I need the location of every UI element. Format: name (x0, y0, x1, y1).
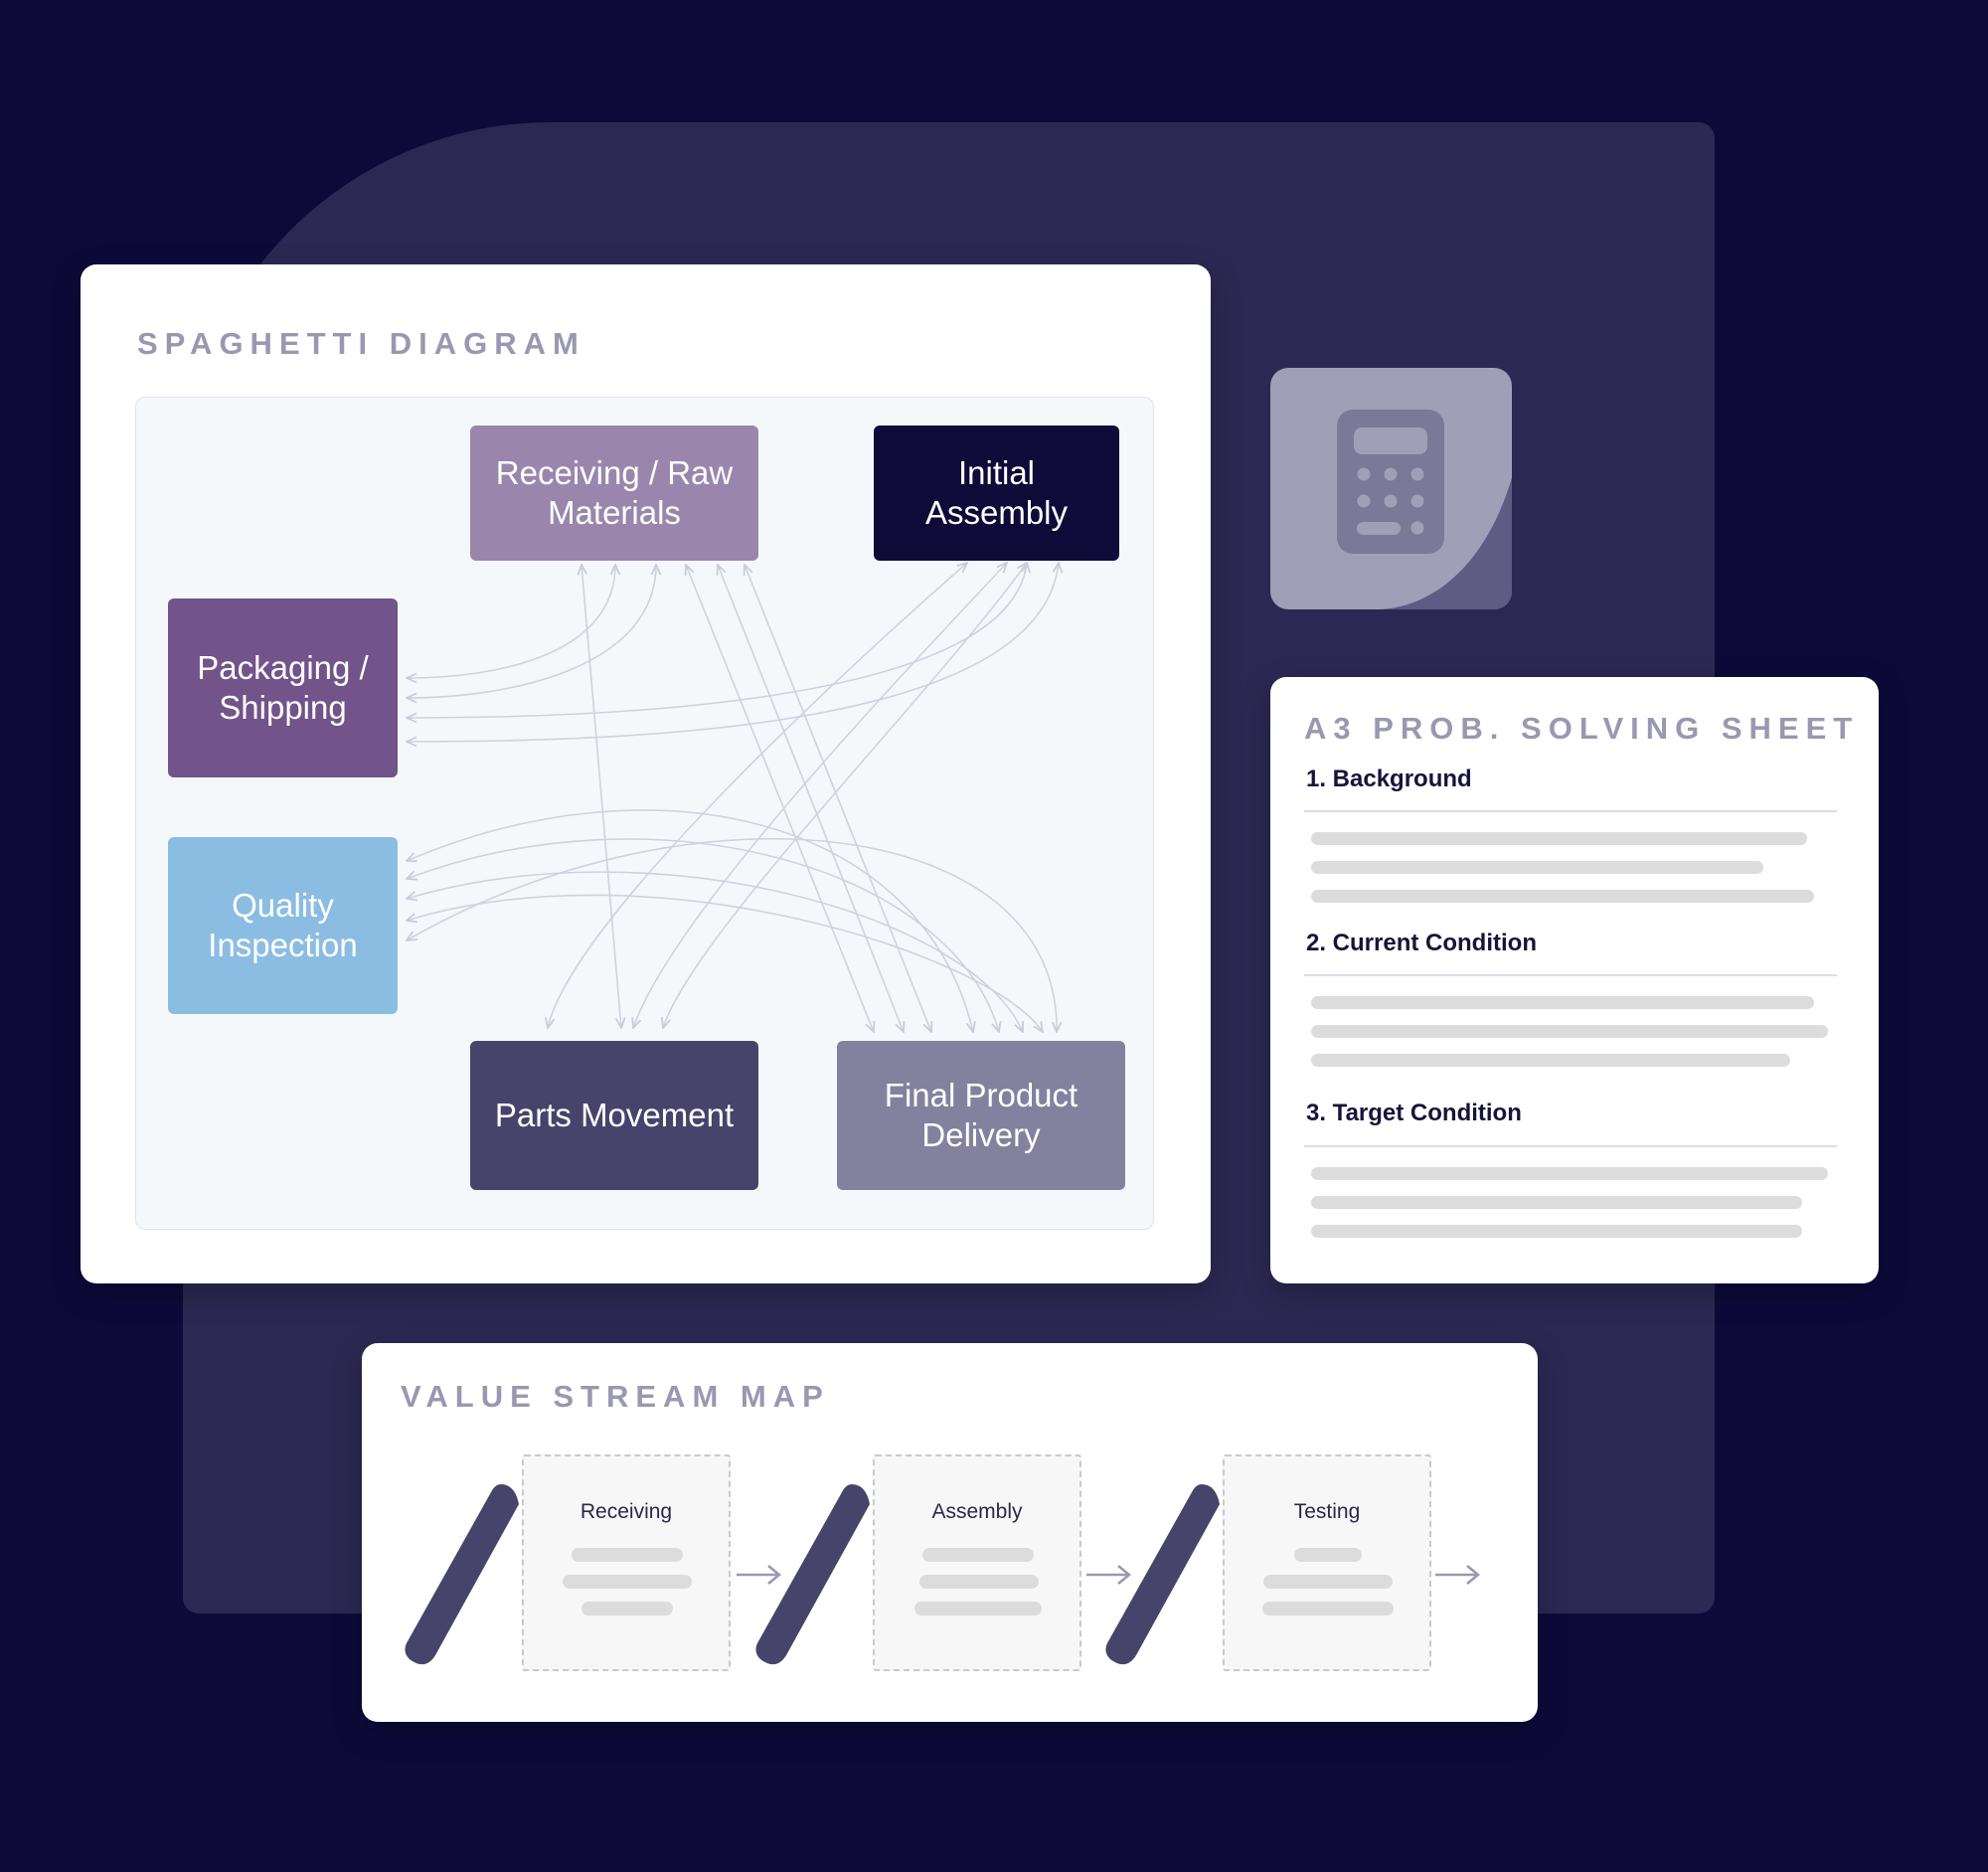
placeholder-line (1311, 890, 1814, 903)
placeholder-line (922, 1548, 1034, 1562)
arrow-right-icon (1086, 1565, 1131, 1585)
spaghetti-diagram-card: SPAGHETTI DIAGRAM (81, 264, 1211, 1283)
value-stream-map-title: VALUE STREAM MAP (401, 1379, 830, 1414)
placeholder-line (1294, 1548, 1362, 1562)
placeholder-line (919, 1575, 1039, 1589)
placeholder-line (1311, 996, 1814, 1009)
arrow-right-icon (737, 1565, 781, 1585)
spaghetti-diagram-title: SPAGHETTI DIAGRAM (137, 326, 585, 361)
placeholder-line (563, 1575, 692, 1589)
placeholder-line (581, 1602, 673, 1616)
inventory-icon (755, 1484, 870, 1665)
section-target-condition-heading: 3. Target Condition (1306, 1100, 1522, 1126)
process-label: Assembly (931, 1500, 1023, 1523)
placeholder-line (1311, 1167, 1828, 1180)
node-receiving-raw-materials: Receiving / Raw Materials (470, 425, 758, 561)
node-parts-movement: Parts Movement (470, 1041, 758, 1190)
process-label: Receiving (580, 1500, 673, 1523)
section-current-condition-heading: 2. Current Condition (1306, 930, 1537, 956)
divider (1304, 974, 1837, 976)
arrow-right-icon (1435, 1565, 1480, 1585)
process-box-assembly: Assembly (873, 1454, 1081, 1671)
placeholder-line (1263, 1575, 1393, 1589)
placeholder-line (572, 1548, 683, 1562)
inventory-icon (1105, 1484, 1220, 1665)
divider (1304, 1145, 1837, 1147)
process-box-receiving: Receiving (522, 1454, 731, 1671)
placeholder-line (1311, 1225, 1802, 1238)
node-packaging-shipping: Packaging / Shipping (168, 598, 398, 777)
a3-problem-solving-sheet: A3 PROB. SOLVING SHEET 1. Background 2. … (1270, 677, 1879, 1283)
placeholder-line (914, 1602, 1042, 1616)
placeholder-line (1311, 1196, 1802, 1209)
node-final-product-delivery: Final Product Delivery (837, 1041, 1125, 1190)
flow-lines (136, 398, 1153, 1229)
placeholder-line (1311, 832, 1807, 845)
node-quality-inspection: Quality Inspection (168, 837, 398, 1014)
calculator-tile (1270, 368, 1512, 609)
placeholder-line (1311, 1025, 1828, 1038)
placeholder-line (1262, 1602, 1394, 1616)
section-background-heading: 1. Background (1306, 766, 1472, 792)
value-stream-map-card: VALUE STREAM MAP Receiving Assembly Test… (362, 1343, 1538, 1722)
placeholder-line (1311, 1054, 1790, 1067)
node-initial-assembly: Initial Assembly (874, 425, 1119, 561)
divider (1304, 810, 1837, 812)
placeholder-line (1311, 861, 1763, 874)
calculator-icon (1337, 410, 1512, 609)
a3-sheet-title: A3 PROB. SOLVING SHEET (1304, 711, 1860, 746)
process-label: Testing (1293, 1500, 1361, 1523)
inventory-icon (405, 1484, 519, 1665)
process-box-testing: Testing (1223, 1454, 1431, 1671)
